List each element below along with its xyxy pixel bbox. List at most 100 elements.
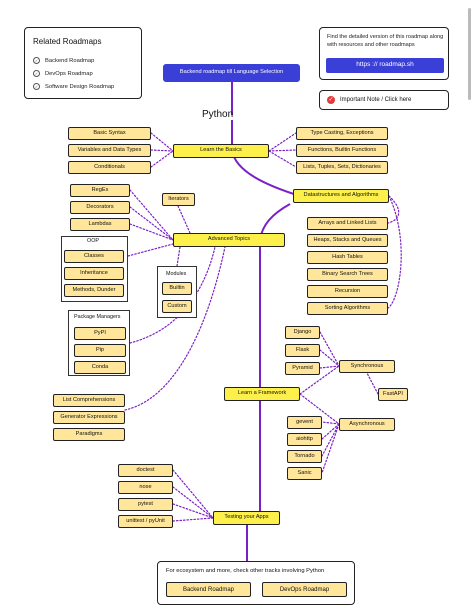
dot-oop	[127, 243, 174, 257]
dot-modules	[176, 246, 181, 267]
subtopic-decorators[interactable]: Decorators	[70, 201, 130, 214]
dot-variables	[150, 149, 174, 152]
subtopic-list-comprehensions[interactable]: List Comprehensions	[53, 394, 125, 407]
roadmap-link-button[interactable]: https :// roadmap.sh	[326, 58, 444, 73]
subtopic-lambdas[interactable]: Lambdas	[70, 218, 130, 231]
dot-misc	[124, 246, 226, 411]
footer-panel: For ecosystem and more, check other trac…	[157, 561, 355, 605]
subtopic-conda[interactable]: Conda	[74, 361, 126, 374]
subtopic-builtin[interactable]: Builtin	[162, 282, 192, 295]
framework-django[interactable]: Django	[285, 326, 320, 339]
subtopic-bst[interactable]: Binary Search Trees	[307, 268, 388, 281]
topic-learn-basics[interactable]: Learn the Basics	[173, 144, 269, 158]
dot-functions	[268, 149, 297, 152]
related-item-label: DevOps Roadmap	[45, 70, 93, 77]
dot-ds-arrays	[387, 195, 400, 224]
subtopic-arrays[interactable]: Arrays and Linked Lists	[307, 217, 388, 230]
dot-unittest	[172, 517, 214, 522]
subtopic-generator-expressions[interactable]: Generator Expressions	[53, 411, 125, 424]
framework-pyramid[interactable]: Pyramid	[285, 362, 320, 375]
related-roadmaps-panel: Related Roadmaps ✓Backend Roadmap ✓ DevOp…	[24, 27, 142, 99]
testing-nose[interactable]: nose	[118, 481, 173, 494]
backend-roadmap-button[interactable]: Backend roadmap till Language Selection	[163, 64, 300, 82]
scrollbar[interactable]	[468, 8, 471, 100]
testing-pytest[interactable]: pytest	[118, 498, 173, 511]
subtopic-sorting[interactable]: Sorting Algorithms	[307, 302, 388, 315]
subtopic-iterators[interactable]: Iterators	[162, 193, 195, 206]
info-text: Find the detailed version of this roadma…	[327, 34, 444, 49]
framework-aiohttp[interactable]: aiohttp	[287, 433, 322, 446]
dot-type-casting	[268, 132, 297, 152]
related-roadmap-backend[interactable]: ✓Backend Roadmap	[33, 57, 94, 64]
subtopic-type-casting[interactable]: Type Casting, Exceptions	[296, 127, 388, 140]
subtopic-lists[interactable]: Lists, Tuples, Sets, Dictionaries	[296, 161, 388, 174]
subtopic-regex[interactable]: RegEx	[70, 184, 130, 197]
subtopic-basic-syntax[interactable]: Basic Syntax	[68, 127, 151, 140]
framework-fastapi[interactable]: FastAPI	[378, 388, 408, 401]
subtopic-classes[interactable]: Classes	[64, 250, 124, 263]
testing-doctest[interactable]: doctest	[118, 464, 173, 477]
warning-icon: ✓	[327, 96, 335, 104]
subtopic-custom[interactable]: Custom	[162, 300, 192, 313]
check-circle-icon: ✓	[33, 57, 40, 64]
important-note-button[interactable]: ✓ Important Note / Click here	[319, 90, 449, 110]
dot-framework-sync	[299, 365, 340, 395]
info-panel: Find the detailed version of this roadma…	[319, 27, 449, 80]
dot-ds-sorting	[387, 195, 402, 309]
package-managers-label: Package Managers	[74, 314, 121, 320]
subtopic-recursion[interactable]: Recursion	[307, 285, 388, 298]
subtopic-variables[interactable]: Variables and Data Types	[68, 144, 151, 157]
footer-devops-roadmap-button[interactable]: DevOps Roadmap	[262, 582, 347, 597]
dot-django	[319, 331, 340, 367]
dot-regex	[129, 189, 174, 241]
dot-fastapi	[366, 372, 379, 395]
framework-sanic[interactable]: Sanic	[287, 467, 322, 480]
dot-lists	[268, 150, 297, 168]
subtopic-pypi[interactable]: PyPI	[74, 327, 126, 340]
important-note-label: Important Note / Click here	[340, 97, 412, 103]
oop-group-label: OOP	[87, 238, 99, 244]
dot-framework-async	[299, 393, 340, 425]
related-roadmaps-title: Related Roadmaps	[33, 37, 102, 46]
related-roadmap-devops[interactable]: ✓ DevOps Roadmap	[33, 70, 93, 77]
spine-ds-to-framework-line	[259, 203, 291, 387]
dot-basic-syntax	[150, 132, 174, 152]
dot-doctest	[172, 469, 214, 519]
framework-flask[interactable]: Flask	[285, 344, 320, 357]
topic-advanced[interactable]: Advanced Topics	[173, 233, 285, 247]
testing-unittest[interactable]: unittest / pyUnit	[118, 515, 173, 528]
subtopic-conditionals[interactable]: Conditionals	[68, 161, 151, 174]
synchronous-label[interactable]: Synchronous	[339, 360, 395, 373]
asynchronous-label[interactable]: Asynchronous	[339, 418, 395, 431]
dot-tornado	[321, 423, 340, 457]
framework-gevent[interactable]: gevent	[287, 416, 322, 429]
subtopic-hash-tables[interactable]: Hash Tables	[307, 251, 388, 264]
topic-datastructures[interactable]: Datastructures and Algorithms	[293, 189, 389, 203]
subtopic-pip[interactable]: Pip	[74, 344, 126, 357]
subtopic-functions[interactable]: Functions, Builtin Functions	[296, 144, 388, 157]
check-circle-icon: ✓	[33, 70, 40, 77]
topic-framework[interactable]: Learn a Framework	[224, 387, 300, 401]
dot-gevent	[321, 421, 340, 425]
dot-conditionals	[150, 150, 174, 168]
footer-backend-roadmap-button[interactable]: Backend Roadmap	[166, 582, 251, 597]
spine-basics-to-ds-line	[231, 120, 301, 197]
dot-aiohttp	[321, 423, 340, 440]
modules-group-label: Modules	[166, 271, 187, 277]
subtopic-heaps[interactable]: Heaps, Stacks and Queues	[307, 234, 388, 247]
dot-package-managers	[129, 246, 216, 344]
dot-flask	[319, 349, 340, 367]
framework-tornado[interactable]: Tornado	[287, 450, 322, 463]
related-roadmap-software-design[interactable]: ✓Software Design Roadmap	[33, 83, 114, 90]
topic-testing[interactable]: Testing your Apps	[213, 511, 280, 525]
subtopic-methods-dunder[interactable]: Methods, Dunder	[64, 284, 124, 297]
dot-iterators	[177, 205, 191, 234]
dot-pytest	[172, 503, 214, 519]
subtopic-paradigms[interactable]: Paradigms	[53, 428, 125, 441]
subtopic-inheritance[interactable]: Inheritance	[64, 267, 124, 280]
dot-sanic	[321, 423, 340, 474]
dot-decorators	[129, 206, 174, 241]
related-item-label: Software Design Roadmap	[45, 83, 115, 90]
